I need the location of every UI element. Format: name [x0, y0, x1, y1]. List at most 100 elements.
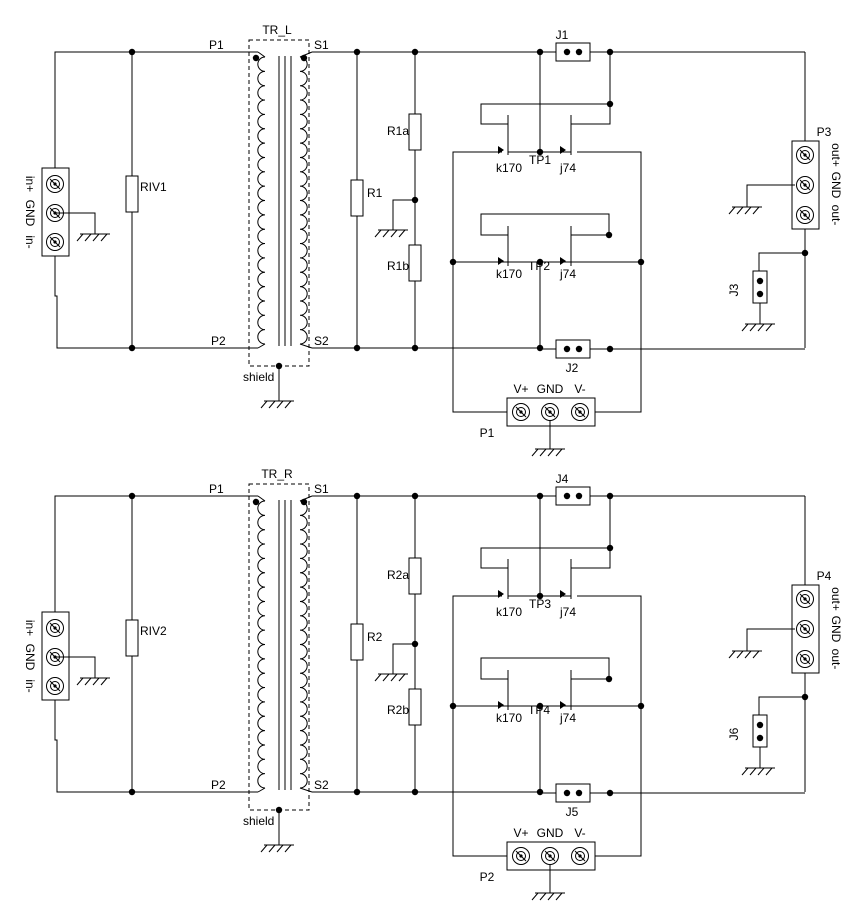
resistor-load-label: R2 — [367, 630, 383, 644]
ground-symbol — [728, 206, 762, 215]
junction-dot — [128, 48, 136, 56]
terminal-screw — [50, 623, 60, 633]
jfet-p-label: j74 — [559, 605, 576, 619]
junction-dot — [252, 498, 260, 506]
junction-dot — [563, 345, 571, 353]
jfet-n-arrow — [498, 590, 504, 598]
output-terminal-label: GND — [829, 172, 843, 199]
screw-terminal — [541, 847, 559, 865]
screw-terminal — [46, 619, 64, 637]
ground-symbol — [76, 233, 110, 242]
terminal-ring — [46, 233, 64, 251]
terminal-center — [53, 182, 57, 186]
ground-hatch — [92, 677, 100, 686]
junction-dot — [128, 788, 136, 796]
input-terminal-label: GND — [23, 200, 37, 227]
jfet-p-label: j74 — [559, 161, 576, 175]
terminal-ring — [46, 677, 64, 695]
ground-hatch — [390, 673, 398, 682]
jfet-p-label: j74 — [559, 711, 576, 725]
ground-hatch — [728, 650, 736, 659]
junction-dot — [411, 492, 419, 500]
fet-bottom-loop — [480, 213, 610, 236]
junction-dot — [637, 258, 645, 266]
terminal-screw — [50, 681, 60, 691]
junction-dot — [411, 788, 419, 796]
ground-symbol — [76, 677, 110, 686]
ground-symbol — [374, 673, 408, 682]
terminal-center — [53, 626, 57, 630]
terminal-center — [803, 213, 807, 217]
junction-dot — [128, 492, 136, 500]
terminal-ring — [571, 403, 589, 421]
varistor-body — [125, 175, 139, 213]
power-terminal-label: V- — [574, 826, 585, 840]
ground-hatch — [260, 400, 268, 409]
screw-terminal — [512, 847, 530, 865]
terminal-center — [53, 240, 57, 244]
junction-dot — [756, 721, 764, 729]
output-gnd-wire — [746, 628, 795, 651]
junction-dot — [252, 54, 260, 62]
ground-hatch — [268, 400, 276, 409]
ground-symbol — [741, 323, 775, 332]
testpoint-top-label: TP3 — [529, 597, 551, 611]
primary-bottom-label: P2 — [211, 334, 226, 348]
junction-dot — [563, 48, 571, 56]
screw-terminal — [512, 403, 530, 421]
input-terminal-label: GND — [23, 644, 37, 671]
ground-hatch — [531, 892, 539, 901]
output-jumper-wire — [758, 252, 805, 271]
jfet-p-arrow — [560, 701, 566, 709]
output-connector-label: P4 — [817, 569, 832, 583]
ground-hatch — [268, 844, 276, 853]
ground-hatch — [84, 677, 92, 686]
junction-dot — [756, 277, 764, 285]
terminal-center — [519, 410, 523, 414]
transformer-label: TR_R — [261, 467, 293, 481]
ground-hatch — [276, 400, 284, 409]
jumper-gnd: J6 — [727, 714, 768, 748]
terminal-ring — [796, 176, 814, 194]
terminal-center — [803, 657, 807, 661]
ground-hatch — [736, 650, 744, 659]
jumper-bottom-label: J2 — [566, 361, 579, 375]
ground-symbol — [260, 844, 294, 853]
terminal-screw — [800, 624, 810, 634]
divider-gnd-wire — [392, 643, 415, 674]
wire — [299, 495, 313, 502]
wire — [257, 51, 266, 58]
junction-dot — [449, 258, 457, 266]
testpoint-top-label: TP1 — [529, 153, 551, 167]
ground-hatch — [284, 400, 292, 409]
transformer: TR_R — [248, 467, 310, 811]
output-terminal-label: GND — [829, 616, 843, 643]
ground-hatch — [749, 323, 757, 332]
junction-dot — [411, 344, 419, 352]
ground-hatch — [398, 229, 406, 238]
screw-terminal — [796, 620, 814, 638]
terminal-center — [803, 597, 807, 601]
terminal-center — [519, 854, 523, 858]
output-gnd-wire — [746, 184, 795, 207]
divider-gnd-wire — [392, 199, 415, 230]
output-terminal-label: out- — [829, 649, 843, 670]
input-plus-wire — [54, 495, 258, 612]
jumper-gnd-body — [752, 714, 768, 748]
ground-hatch — [728, 206, 736, 215]
screw-terminal — [571, 847, 589, 865]
resistor-b — [408, 244, 422, 282]
terminal-ring — [796, 590, 814, 608]
ground-hatch — [84, 233, 92, 242]
primary-top-label: P1 — [209, 38, 224, 52]
output-connector-label: P3 — [817, 125, 832, 139]
varistor-label: RIV1 — [140, 180, 167, 194]
ground-hatch — [374, 673, 382, 682]
ground-hatch — [398, 673, 406, 682]
